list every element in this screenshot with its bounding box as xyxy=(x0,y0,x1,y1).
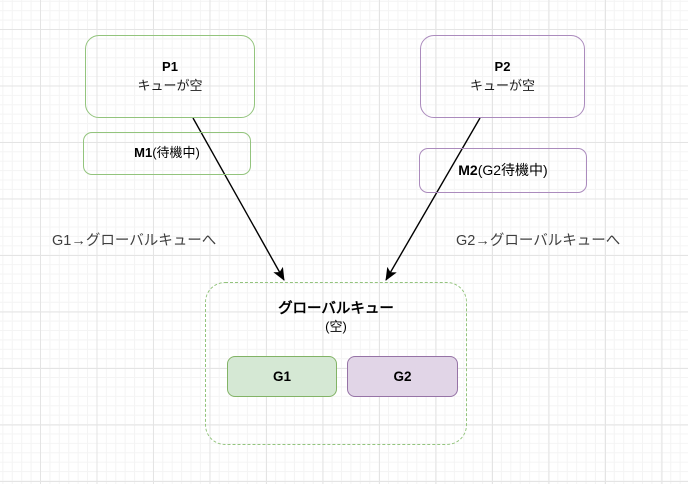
node-m2: M2(G2待機中) xyxy=(419,148,587,193)
node-g1: G1 xyxy=(227,356,337,397)
m1-status: (待機中) xyxy=(152,145,200,161)
global-queue-title: グローバルキュー xyxy=(278,301,394,317)
global-queue-subtitle: (空) xyxy=(325,319,347,335)
label-g1-to-global-queue: G1→グローバルキューへ xyxy=(52,233,217,249)
p1-subtitle: キューが空 xyxy=(137,77,203,93)
p1-title: P1 xyxy=(162,59,178,75)
arrow-p2-to-global-queue xyxy=(385,117,481,281)
node-m1: M1(待機中) xyxy=(83,132,251,175)
node-g2: G2 xyxy=(347,356,458,397)
m1-name: M1 xyxy=(134,145,153,161)
m2-status: (G2待機中) xyxy=(477,161,548,178)
global-queue-header: グローバルキュー (空) xyxy=(206,300,466,336)
node-global-queue: グローバルキュー (空) xyxy=(205,282,467,445)
g1-label: G1 xyxy=(272,369,291,384)
node-p2: P2 キューが空 xyxy=(420,35,585,118)
node-p1: P1 キューが空 xyxy=(85,35,255,118)
p2-title: P2 xyxy=(494,59,511,75)
g2-label: G2 xyxy=(393,369,412,384)
m2-name: M2 xyxy=(458,161,478,178)
p2-subtitle: キューが空 xyxy=(469,77,535,93)
label-g2-to-global-queue: G2→グローバルキューへ xyxy=(456,233,621,249)
